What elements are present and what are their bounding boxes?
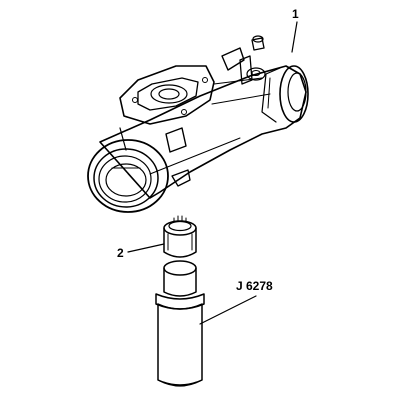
steering-gear-housing bbox=[87, 35, 309, 213]
leader-lines bbox=[127, 21, 298, 325]
callout-2: 2 bbox=[117, 246, 124, 260]
callout-tool: J 6278 bbox=[236, 279, 273, 293]
callout-1: 1 bbox=[292, 7, 299, 21]
bearing-part bbox=[163, 215, 197, 258]
installer-tool bbox=[155, 260, 205, 387]
